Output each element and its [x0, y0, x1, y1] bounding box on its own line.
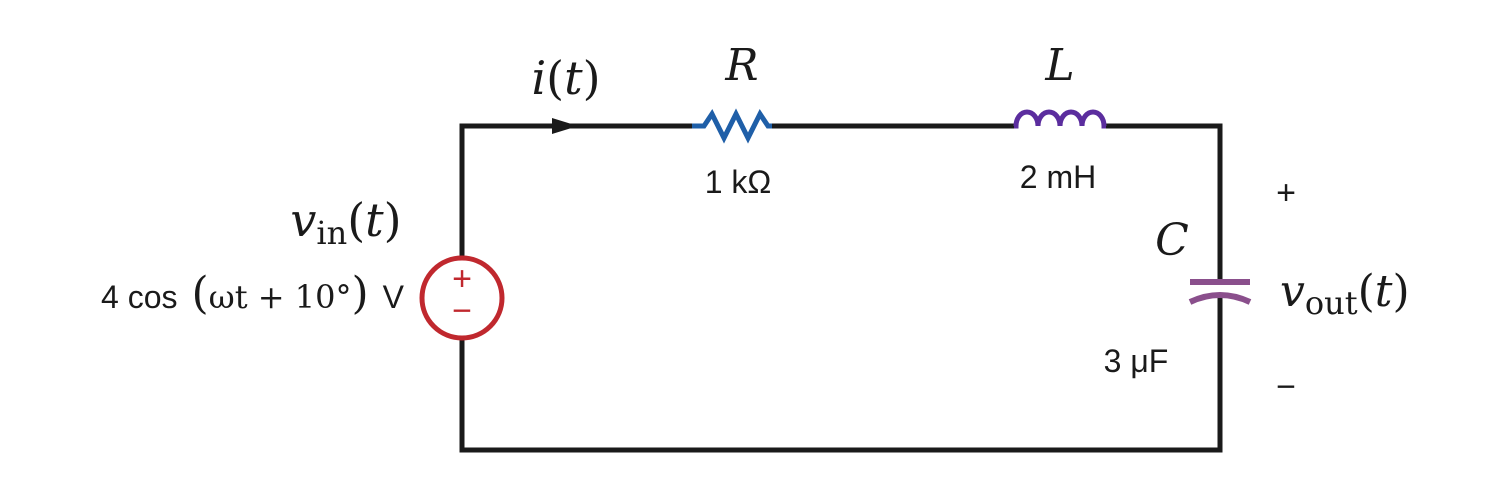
voltage-source-circle-icon	[419, 255, 505, 341]
voltage-source: + − vin(t) 4 cos (ωt + 10°) V	[101, 193, 505, 341]
capacitor-value: 3 μF	[1104, 343, 1169, 379]
resistor-symbol: R	[724, 40, 758, 91]
current-arrow-icon	[552, 118, 578, 134]
resistor-zigzag-icon	[692, 108, 772, 144]
inductor: L 2 mH	[1013, 40, 1107, 195]
inductor-symbol: L	[1044, 40, 1074, 91]
wires	[459, 123, 1223, 453]
source-plus-sign: +	[452, 260, 472, 298]
inductor-coil-icon	[1013, 109, 1107, 129]
capacitor: C 3 μF	[1104, 215, 1252, 379]
output-voltage-label: vout(t)	[1280, 266, 1410, 322]
wire-bottom-loop	[459, 295, 1223, 453]
resistor-value: 1 kΩ	[705, 164, 772, 200]
output-voltage: + vout(t) −	[1276, 174, 1410, 406]
capacitor-bottom-plate	[1188, 292, 1252, 305]
wire-inductor-capacitor	[1103, 123, 1223, 285]
resistor: R 1 kΩ	[692, 40, 772, 200]
inductor-value: 2 mH	[1020, 159, 1096, 195]
capacitor-symbol: C	[1155, 215, 1189, 266]
output-plus-sign: +	[1276, 174, 1296, 212]
source-voltage-label: vin(t)	[290, 193, 401, 252]
current-label: i(t)	[531, 51, 600, 105]
wire-left-top	[459, 123, 695, 261]
source-minus-sign: −	[452, 292, 472, 330]
output-minus-sign: −	[1276, 368, 1296, 406]
source-expression: 4 cos (ωt + 10°) V	[101, 268, 405, 319]
